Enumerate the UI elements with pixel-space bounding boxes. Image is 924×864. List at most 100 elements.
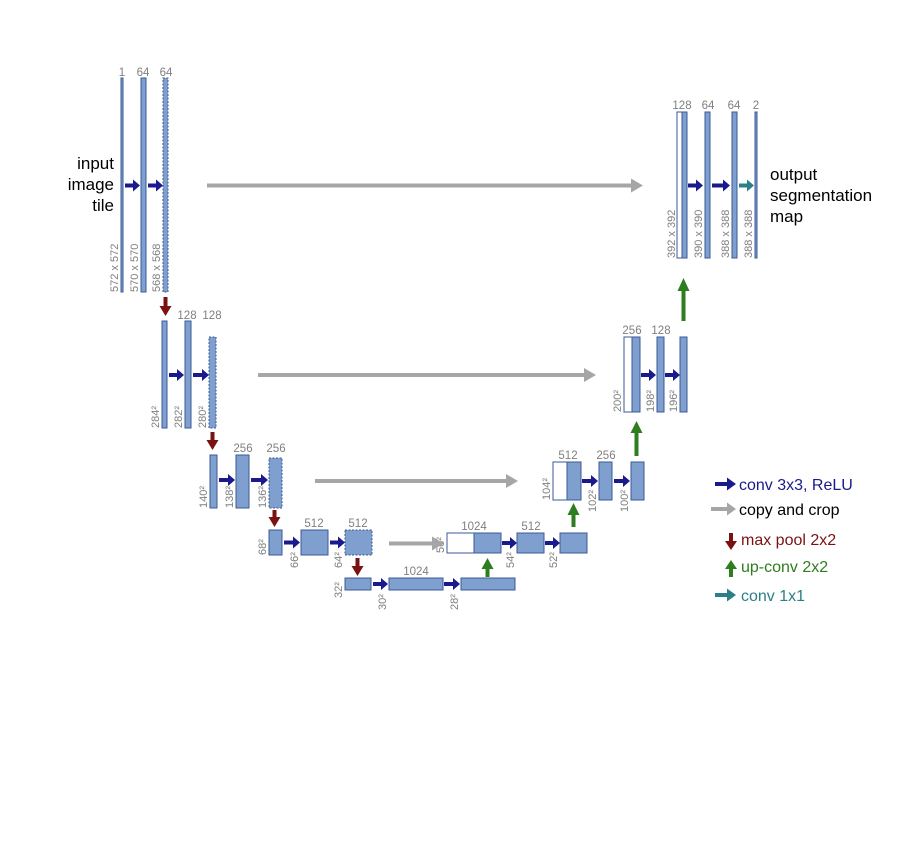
feature-map-22 [631,336,641,413]
size-label-5: 282² [173,406,185,428]
legend-item-conv1x1: conv 1x1 [715,588,805,605]
size-label-18: 52² [548,552,560,568]
legend-item-conv: conv 3x3, ReLU [715,477,853,494]
copy-crop-arrow-1 [207,178,643,193]
channel-label-20: 256 [596,450,615,462]
feature-map-19-copied [552,461,568,501]
size-label-3: 568 x 568 [151,244,163,292]
output-label-line-2: segmentation [770,186,872,205]
arrow-down-icon [725,533,737,550]
size-label-15: 28² [449,594,461,610]
legend-label-conv: conv 3x3, ReLU [739,477,853,494]
size-label-2: 570 x 570 [129,244,141,292]
upconv-arrow-1 [481,558,494,577]
channel-label-4: 128 [177,310,196,322]
size-label-22: 200² [612,390,624,412]
conv-arrow-3 [169,369,184,381]
conv-arrows [125,179,730,590]
channel-label-27: 64 [728,100,741,112]
conv-arrow-14 [614,475,630,487]
upconv-arrow-4 [677,278,690,321]
feature-map-25 [681,111,688,259]
feature-map-22-copied [623,336,633,413]
conv-arrow-1 [125,179,140,192]
conv-arrow-8 [330,536,345,549]
conv-arrow-5 [219,474,235,486]
feature-map-12 [344,529,373,556]
feature-map-16 [473,532,502,554]
output-label-line-1: output [770,165,818,184]
legend-label-upconv: up-conv 2x2 [741,559,828,576]
upconv-arrows [481,278,690,577]
feature-map-11 [300,529,329,556]
size-label-14: 30² [377,594,389,610]
maxpool-arrow-1 [159,297,172,316]
feature-map-18 [559,532,588,554]
arrow-right-icon [715,477,736,491]
input-label-line-2: image [68,175,114,194]
channel-label-25: 128 [672,100,691,112]
copy-crop-arrow-3 [315,474,518,488]
feature-map-23 [656,336,665,413]
feature-map-24 [679,336,688,413]
channel-label-3: 64 [160,67,173,79]
size-label-7: 140² [198,486,210,508]
feature-map-9 [268,457,283,509]
size-label-21: 100² [619,490,631,512]
channel-label-17: 512 [521,521,540,533]
channel-label-7: 256 [233,443,252,455]
maxpool-arrow-3 [268,510,281,527]
channel-label-26: 64 [702,100,715,112]
output-label-line-3: map [770,207,803,226]
legend-item-pool: max pool 2x2 [725,532,836,550]
output-label: output segmentation map [770,165,872,226]
size-labels: 572 x 572 570 x 570 568 x 568 284² 282² … [109,210,755,610]
size-label-10: 68² [257,539,269,555]
feature-map-6 [208,336,217,429]
size-label-9: 136² [257,486,269,508]
channel-label-11: 512 [348,518,367,530]
conv-arrow-18 [712,179,730,192]
feature-map-15 [460,577,516,591]
feature-map-17 [516,532,545,554]
conv-arrow-6 [251,474,268,486]
conv-arrow-9 [373,578,388,590]
size-label-17: 54² [505,552,517,568]
conv-arrow-12 [545,537,560,549]
channel-label-5: 128 [202,310,221,322]
conv-arrow-4 [193,369,209,381]
feature-map-1 [120,77,124,293]
feature-map-5 [184,320,192,429]
conv-arrow-10 [444,578,460,590]
feature-map-8 [235,454,250,509]
feature-map-13 [344,577,372,591]
maxpool-arrows [159,297,364,576]
channel-label-16: 1024 [461,521,487,533]
size-label-28: 388 x 388 [743,210,755,258]
size-label-6: 280² [197,406,209,428]
conv-arrow-15 [641,369,656,381]
upconv-arrow-3 [630,421,643,456]
feature-map-16-copied [446,532,475,554]
size-label-26: 390 x 390 [693,210,705,258]
conv-arrow-16 [665,369,680,381]
channel-label-23: 128 [651,325,670,337]
conv-arrow-17 [688,179,703,192]
feature-map-10 [268,529,283,556]
feature-map-27 [731,111,738,259]
channel-label-13: 1024 [403,566,429,578]
channel-label-19: 512 [558,450,577,462]
size-label-24: 196² [668,390,680,412]
maxpool-arrow-4 [351,558,364,576]
size-label-1: 572 x 572 [109,244,121,292]
feature-map-4 [161,320,168,429]
size-label-12: 64² [333,552,345,568]
copy-crop-arrow-4 [389,536,444,551]
conv-arrow-11 [502,537,517,549]
size-label-11: 66² [289,552,301,568]
input-label-line-3: tile [92,196,114,215]
channel-label-2: 64 [137,67,150,79]
feature-map-14 [388,577,444,591]
size-label-20: 102² [587,490,599,512]
size-label-19: 104² [541,478,553,500]
